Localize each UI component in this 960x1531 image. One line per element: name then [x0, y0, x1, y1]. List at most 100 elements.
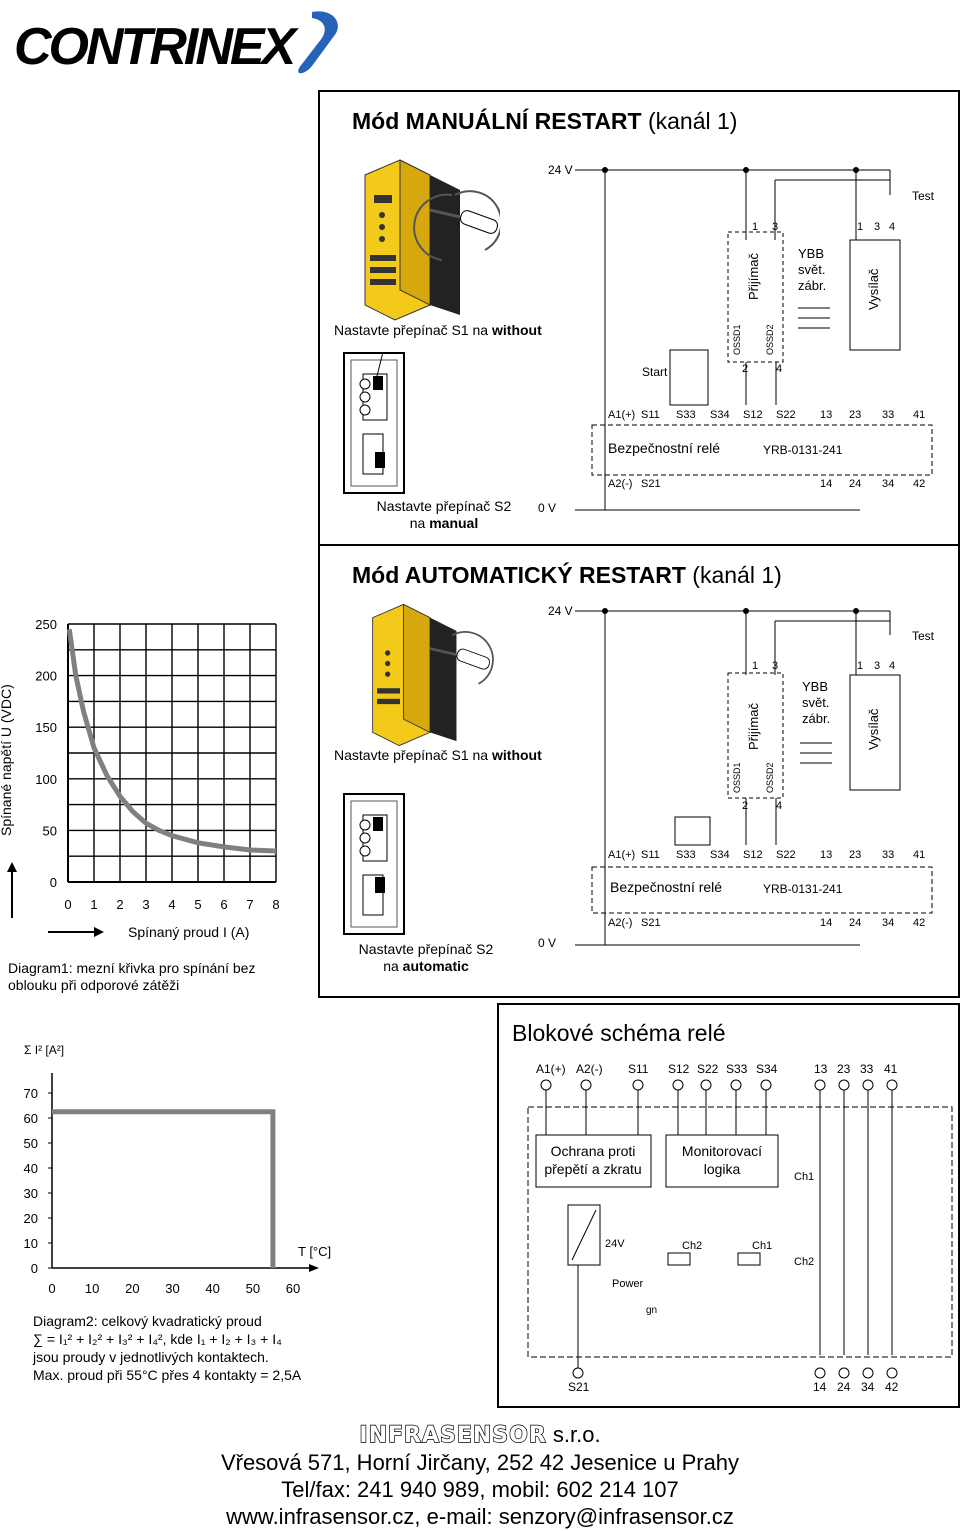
diagram2-y-tick: 60 — [24, 1111, 38, 1126]
svg-text:2: 2 — [742, 800, 748, 812]
block-ch2-contact-label: Ch2 — [794, 1256, 814, 1268]
footer-web: www.infrasensor.cz, e-mail: senzory@infr… — [226, 1504, 734, 1529]
auto-panel-title: Mód AUTOMATICKÝ RESTART (kanál 1) — [352, 562, 782, 588]
diagram1-caption-line1: Diagram1: mezní křivka pro spínání bez — [8, 960, 256, 976]
contrinex-logo-graphic: CONTRINEX — [14, 11, 338, 76]
diagram1-y-tick: 200 — [35, 669, 57, 684]
diagram2-y-tick: 20 — [24, 1211, 38, 1226]
diagram1-x-tick: 3 — [142, 897, 149, 910]
svg-text:1: 1 — [752, 660, 758, 672]
svg-text:YBB: YBB — [798, 246, 824, 261]
auto-s1-instruction: Nastavte přepínač S1 na without — [334, 747, 542, 763]
svg-text:1: 1 — [857, 221, 863, 233]
svg-text:A2(-): A2(-) — [608, 478, 632, 490]
relay-device-image-manual — [360, 155, 503, 325]
svg-text:13: 13 — [820, 409, 832, 421]
emitter-label: Vysílač — [866, 708, 881, 750]
block-schema-title: Blokové schéma relé — [512, 1020, 726, 1046]
block-box2-line2: logika — [704, 1161, 741, 1177]
safety-relay-label: Bezpečnostní relé — [610, 879, 722, 895]
svg-text:24: 24 — [837, 1380, 851, 1394]
diagram1-xlabel: Spínaný proud I (A) — [128, 924, 250, 940]
ossd1-label: OSSD1 — [732, 324, 742, 355]
diagram1-y-tick: 0 — [50, 875, 57, 890]
svg-text:23: 23 — [849, 849, 861, 861]
svg-text:S21: S21 — [568, 1380, 590, 1394]
svg-text:42: 42 — [913, 478, 925, 490]
svg-text:33: 33 — [860, 1062, 874, 1076]
svg-text:33: 33 — [882, 849, 894, 861]
safety-relay-box — [591, 866, 933, 914]
svg-text:S22: S22 — [776, 849, 796, 861]
relay-device-illustration — [364, 159, 503, 321]
ossd2-label: OSSD2 — [765, 324, 775, 355]
diagram1-y-tick: 150 — [35, 720, 57, 735]
svg-text:41: 41 — [884, 1062, 898, 1076]
automatic-restart-panel — [318, 546, 960, 998]
receiver-label: Přijímač — [746, 253, 761, 300]
diagram1-x-tick: 5 — [194, 897, 201, 910]
diagram2-x-tick: 0 — [48, 1281, 55, 1296]
block-ch2-label: Ch2 — [682, 1240, 702, 1252]
diagram1-x-tick: 0 — [64, 897, 71, 910]
label-24v: 24 V — [548, 604, 573, 618]
svg-text:S22: S22 — [697, 1062, 719, 1076]
svg-text:S21: S21 — [641, 917, 661, 929]
svg-text:24: 24 — [849, 917, 861, 929]
diagram1-grid — [67, 623, 277, 883]
svg-text:S21: S21 — [641, 478, 661, 490]
diagram1-x-tick: 2 — [116, 897, 123, 910]
svg-text:33: 33 — [882, 409, 894, 421]
diagram1-x-tick: 8 — [272, 897, 279, 910]
footer-brand: INFRASENSOR — [359, 1422, 547, 1448]
svg-text:A2(-): A2(-) — [608, 917, 632, 929]
diagram2-x-tick: 10 — [85, 1281, 99, 1296]
footer-phone: Tel/fax: 241 940 989, mobil: 602 214 107 — [281, 1477, 679, 1502]
manual-panel-title: Mód MANUÁLNÍ RESTART (kanál 1) — [352, 108, 738, 134]
diagram2-x-tick: 50 — [246, 1281, 260, 1296]
relay-device-illustration — [372, 603, 494, 747]
diagram2-y-tick: 30 — [24, 1186, 38, 1201]
label-24v: 24 V — [548, 163, 573, 177]
svg-text:4: 4 — [889, 221, 895, 233]
svg-text:A1(+): A1(+) — [608, 409, 635, 421]
svg-text:svět.: svět. — [798, 262, 825, 277]
diagram1-y-tick: 50 — [43, 823, 57, 838]
svg-text:S12: S12 — [668, 1062, 690, 1076]
logo-swoosh-icon — [298, 11, 338, 74]
svg-text:svět.: svět. — [802, 695, 829, 710]
label-0v: 0 V — [538, 501, 556, 515]
svg-text:14: 14 — [820, 917, 832, 929]
block-gn-label: gn — [646, 1305, 657, 1316]
switch-detail-manual — [343, 343, 405, 494]
ossd2-label: OSSD2 — [765, 762, 775, 793]
svg-text:A1(+): A1(+) — [536, 1062, 566, 1076]
block-ch1-contact-label: Ch1 — [794, 1171, 814, 1183]
svg-text:14: 14 — [813, 1380, 827, 1394]
contrinex-logo: CONTRINEX — [12, 6, 342, 81]
svg-text:A2(-): A2(-) — [576, 1062, 603, 1076]
block-box1-line2: přepětí a zkratu — [544, 1161, 641, 1177]
svg-text:14: 14 — [820, 478, 832, 490]
svg-text:42: 42 — [885, 1380, 899, 1394]
svg-text:1: 1 — [752, 221, 758, 233]
svg-text:2: 2 — [742, 363, 748, 375]
diagram1-x-tick: 7 — [246, 897, 253, 910]
svg-text:S12: S12 — [743, 849, 763, 861]
svg-text:S34: S34 — [710, 849, 730, 861]
safety-relay-box — [591, 424, 933, 476]
svg-text:34: 34 — [882, 917, 894, 929]
manual-restart-panel — [318, 90, 960, 546]
receiver-label: Přijímač — [746, 703, 761, 750]
diagram1-x-tick: 4 — [168, 897, 175, 910]
svg-text:3: 3 — [874, 660, 880, 672]
diagram1-y-tick: 250 — [35, 617, 57, 632]
diagram2-x-tick: 60 — [286, 1281, 300, 1296]
svg-text:S11: S11 — [628, 1062, 649, 1076]
footer-company-suffix: s.r.o. — [546, 1422, 601, 1447]
